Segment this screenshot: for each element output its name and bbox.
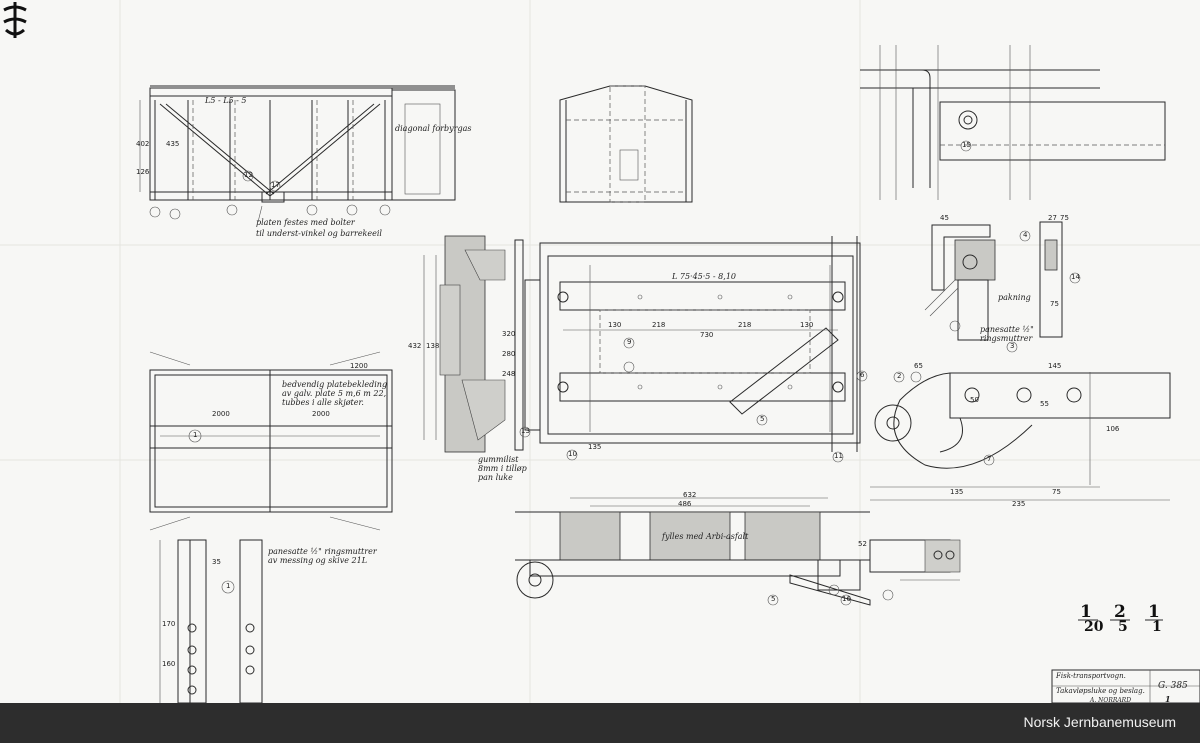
part-number: 10 (568, 450, 577, 458)
annotation-rubber-strip: gummilist 8mm i tilløp pan luke (478, 455, 527, 482)
part-number: 5 (771, 595, 776, 603)
dimension-label: 45 (940, 214, 949, 222)
part-number: 3 (1010, 342, 1015, 350)
dimension-label: 432 (408, 342, 422, 350)
dimension-label: 50 (970, 396, 979, 404)
dimension-label: 170 (162, 620, 176, 628)
dimension-label: 730 (700, 331, 714, 339)
dimension-label: 402 (136, 140, 150, 148)
part-number: 1 (226, 582, 231, 590)
dimension-label: 632 (683, 491, 697, 499)
dimension-label: 55 (1040, 400, 1049, 408)
dimension-label: 75 (1050, 300, 1059, 308)
dimension-label: 2000 (312, 410, 330, 418)
title-line-3: A. NORRARD (1090, 697, 1132, 704)
dimension-label: 248 (502, 370, 516, 378)
title-line-1: Fisk-transportvogn. (1056, 672, 1126, 680)
annotation-plate-fixing: platen festes med bolter (256, 218, 355, 227)
annotation-screw-nuts-brass: panesatte ½" ringsmuttrer av messing og … (268, 547, 377, 565)
dimension-label: 218 (738, 321, 752, 329)
part-number: 14 (1071, 273, 1080, 281)
scale-2-denominator: 5 (1118, 619, 1128, 635)
dimension-label: 486 (678, 500, 692, 508)
dimension-label: 27 (1048, 214, 1057, 222)
annotation-packing: pakning (998, 293, 1031, 302)
annotation-angle-profile: L 75·45·5 - 8,10 (672, 272, 736, 281)
part-number: 4 (1023, 231, 1028, 239)
annotation-top-angle: L5 - L5 - 5 (205, 96, 247, 105)
dimension-label: 130 (608, 321, 622, 329)
corner-section (924, 221, 1081, 353)
title-line-2: Takavløpsluke og beslag. (1056, 687, 1145, 695)
hinge-arm-detail (870, 371, 1171, 501)
technical-drawing-sheet: L5 - L5 - 5 diagonal forbyrgas platen fe… (0, 0, 1200, 704)
dimension-label: 280 (502, 350, 516, 358)
part-number: 1 (193, 431, 198, 439)
part-number: 6 (860, 371, 865, 379)
annotation-screw-nuts: panesatte ½" ringsmuttrer (980, 325, 1034, 343)
drawing-linework (0, 0, 1200, 703)
lower-section (515, 497, 871, 606)
dimension-label: 135 (950, 488, 964, 496)
annotation-plate-fixing-2: til underst-vinkel og barrekeeil (256, 229, 382, 238)
dimension-label: 135 (588, 443, 602, 451)
part-number: 11 (834, 452, 843, 460)
annotation-fill: fylles med Arbi-asfalt (662, 532, 749, 541)
dimension-label: 1200 (350, 362, 368, 370)
museum-credit: Norsk Jernbanemuseum (1023, 714, 1176, 730)
dimension-label: 130 (800, 321, 814, 329)
clamp-detail (869, 539, 961, 601)
hinge-detail-top (860, 45, 1166, 200)
dimension-label: 145 (1048, 362, 1062, 370)
hatch-plan-view (539, 236, 868, 463)
part-number: 13 (521, 427, 530, 435)
annotation-floor-plating: bedvendig platebekleding av galv. plate … (282, 380, 388, 407)
dimension-label: 320 (502, 330, 516, 338)
scale-3-numerator: 1 (1148, 602, 1160, 622)
dimension-label: 138 (426, 342, 440, 350)
dimension-label: 65 (914, 362, 923, 370)
floor-plan (149, 351, 393, 531)
dimension-label: 435 (166, 140, 180, 148)
drawing-number: G. 385 (1158, 681, 1188, 691)
part-number: 9 (627, 338, 632, 346)
part-number: 2 (897, 372, 902, 380)
dimension-label: 106 (1106, 425, 1120, 433)
dimension-label: 75 (1060, 214, 1069, 222)
dimension-label: 126 (136, 168, 150, 176)
part-number: 5 (760, 415, 765, 423)
part-number: 7 (987, 455, 992, 463)
wall-section (423, 235, 541, 453)
latch-detail (159, 539, 263, 703)
part-number: 15 (962, 141, 971, 149)
dimension-label: 160 (162, 660, 176, 668)
scale-3-denominator: 1 (1152, 619, 1162, 635)
scale-1-denominator: 20 (1084, 619, 1104, 635)
scale-1-numerator: 1 (1080, 602, 1092, 622)
scale-2-numerator: 2 (1114, 602, 1126, 622)
annotation-diagonal-stays: diagonal forbyrgas (395, 124, 472, 133)
side-frame-view (139, 85, 456, 223)
part-number: 16 (842, 595, 851, 603)
museum-footer-bar: Norsk Jernbanemuseum (0, 703, 1200, 743)
dimension-label: 235 (1012, 500, 1026, 508)
part-number: 17 (271, 181, 280, 189)
dimension-label: 52 (858, 540, 867, 548)
dimension-label: 218 (652, 321, 666, 329)
sheet-number: 1 (1165, 694, 1171, 704)
end-view (559, 85, 693, 203)
dimension-label: 35 (212, 558, 221, 566)
nsb-logo-icon (3, 2, 27, 38)
dimension-label: 2000 (212, 410, 230, 418)
part-number: 12 (244, 171, 253, 179)
dimension-label: 75 (1052, 488, 1061, 496)
